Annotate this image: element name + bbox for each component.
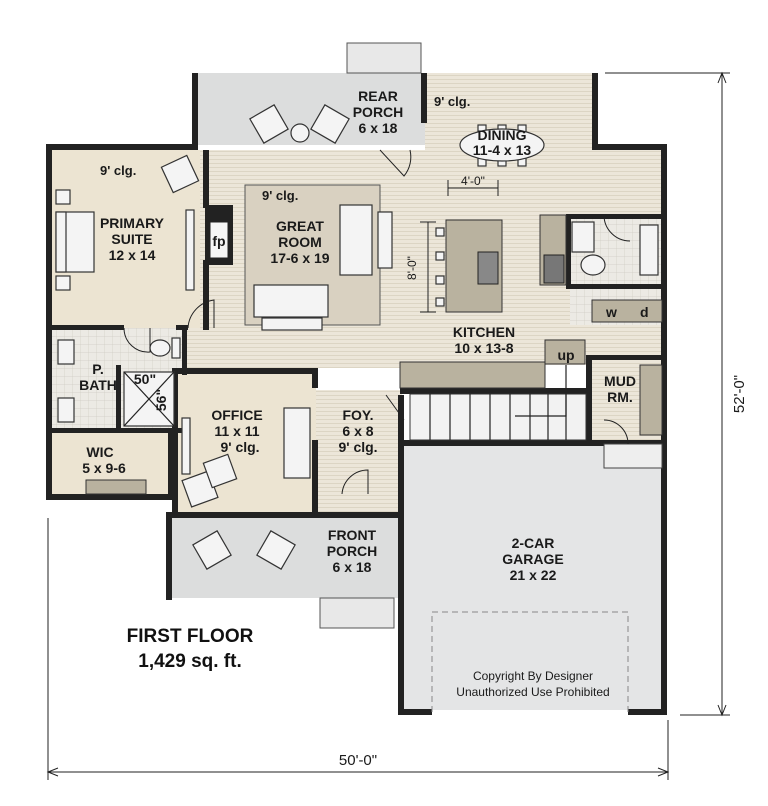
hall-floor [182,328,407,368]
foyer-name: FOY. [342,407,373,423]
primary-suite-name: PRIMARY [100,215,165,231]
dimension-lines [46,71,730,780]
office-ceiling: 9' clg. [220,439,259,455]
floor-title: FIRST FLOOR 1,429 sq. ft. [127,626,254,672]
front-porch-name2: PORCH [327,543,378,559]
great-room-ceiling: 9' clg. [262,188,298,203]
stairs-up-label: up [557,347,574,363]
primary-suite-name2: SUITE [111,231,152,247]
great-room-name2: ROOM [278,234,322,250]
front-porch-step [319,597,395,629]
garage-name: 2-CAR [512,535,555,551]
front-porch-name: FRONT [328,527,377,543]
kitchen-name: KITCHEN [453,324,515,340]
shower-depth-dim: 56" [153,389,169,411]
foyer-floor [316,390,402,514]
rear-porch-name: REAR [358,88,398,104]
wic-size: 5 x 9-6 [82,460,126,476]
rear-porch-step [346,42,422,74]
dining-ceiling: 9' clg. [434,94,470,109]
island-width-dim: 4'-0" [461,174,485,188]
office-size: 11 x 11 [214,423,259,439]
doors [123,149,631,495]
rear-porch-floor [195,73,425,145]
foyer-size: 6 x 8 [342,423,373,439]
wic-name: WIC [86,444,113,460]
mud-room-name: MUD [604,373,636,389]
garage-floor [400,440,667,710]
great-room-name: GREAT [276,218,324,234]
great-room-size: 17-6 x 19 [270,250,329,266]
copyright-line2: Unauthorized Use Prohibited [456,685,609,699]
kitchen-size: 10 x 13-8 [454,340,513,356]
fireplace-label: fp [212,233,225,249]
island-length-dim: 8'-0" [405,256,419,280]
rear-porch-size: 6 x 18 [359,120,398,136]
washer-label: w [605,304,617,320]
dining-size: 11-4 x 13 [473,142,532,158]
overall-width-dim: 50'-0" [339,752,377,769]
dining-name: DINING [478,127,527,143]
p-bath-name2: BATH [79,377,117,393]
furniture [55,104,663,712]
p-bath-name: P. [92,361,103,377]
floor-title-line1: FIRST FLOOR [127,626,254,647]
primary-suite-size: 12 x 14 [109,247,156,263]
staircase [409,365,587,441]
rear-porch-name2: PORCH [353,104,404,120]
copyright-line1: Copyright By Designer [473,669,593,683]
dryer-label: d [640,304,649,320]
front-porch-size: 6 x 18 [333,559,372,575]
overall-depth-dim: 52'-0" [731,375,748,413]
shower-width-dim: 50" [134,371,156,387]
floor-title-line2: 1,429 sq. ft. [138,651,242,672]
foyer-ceiling: 9' clg. [338,439,377,455]
walls [46,73,667,715]
room-labels: REAR PORCH 6 x 18 9' clg. DINING 11-4 x … [79,88,648,699]
garage-name2: GARAGE [502,551,563,567]
office-name: OFFICE [211,407,262,423]
garage-size: 21 x 22 [510,567,557,583]
primary-suite-ceiling: 9' clg. [100,163,136,178]
mud-room-name2: RM. [607,389,633,405]
